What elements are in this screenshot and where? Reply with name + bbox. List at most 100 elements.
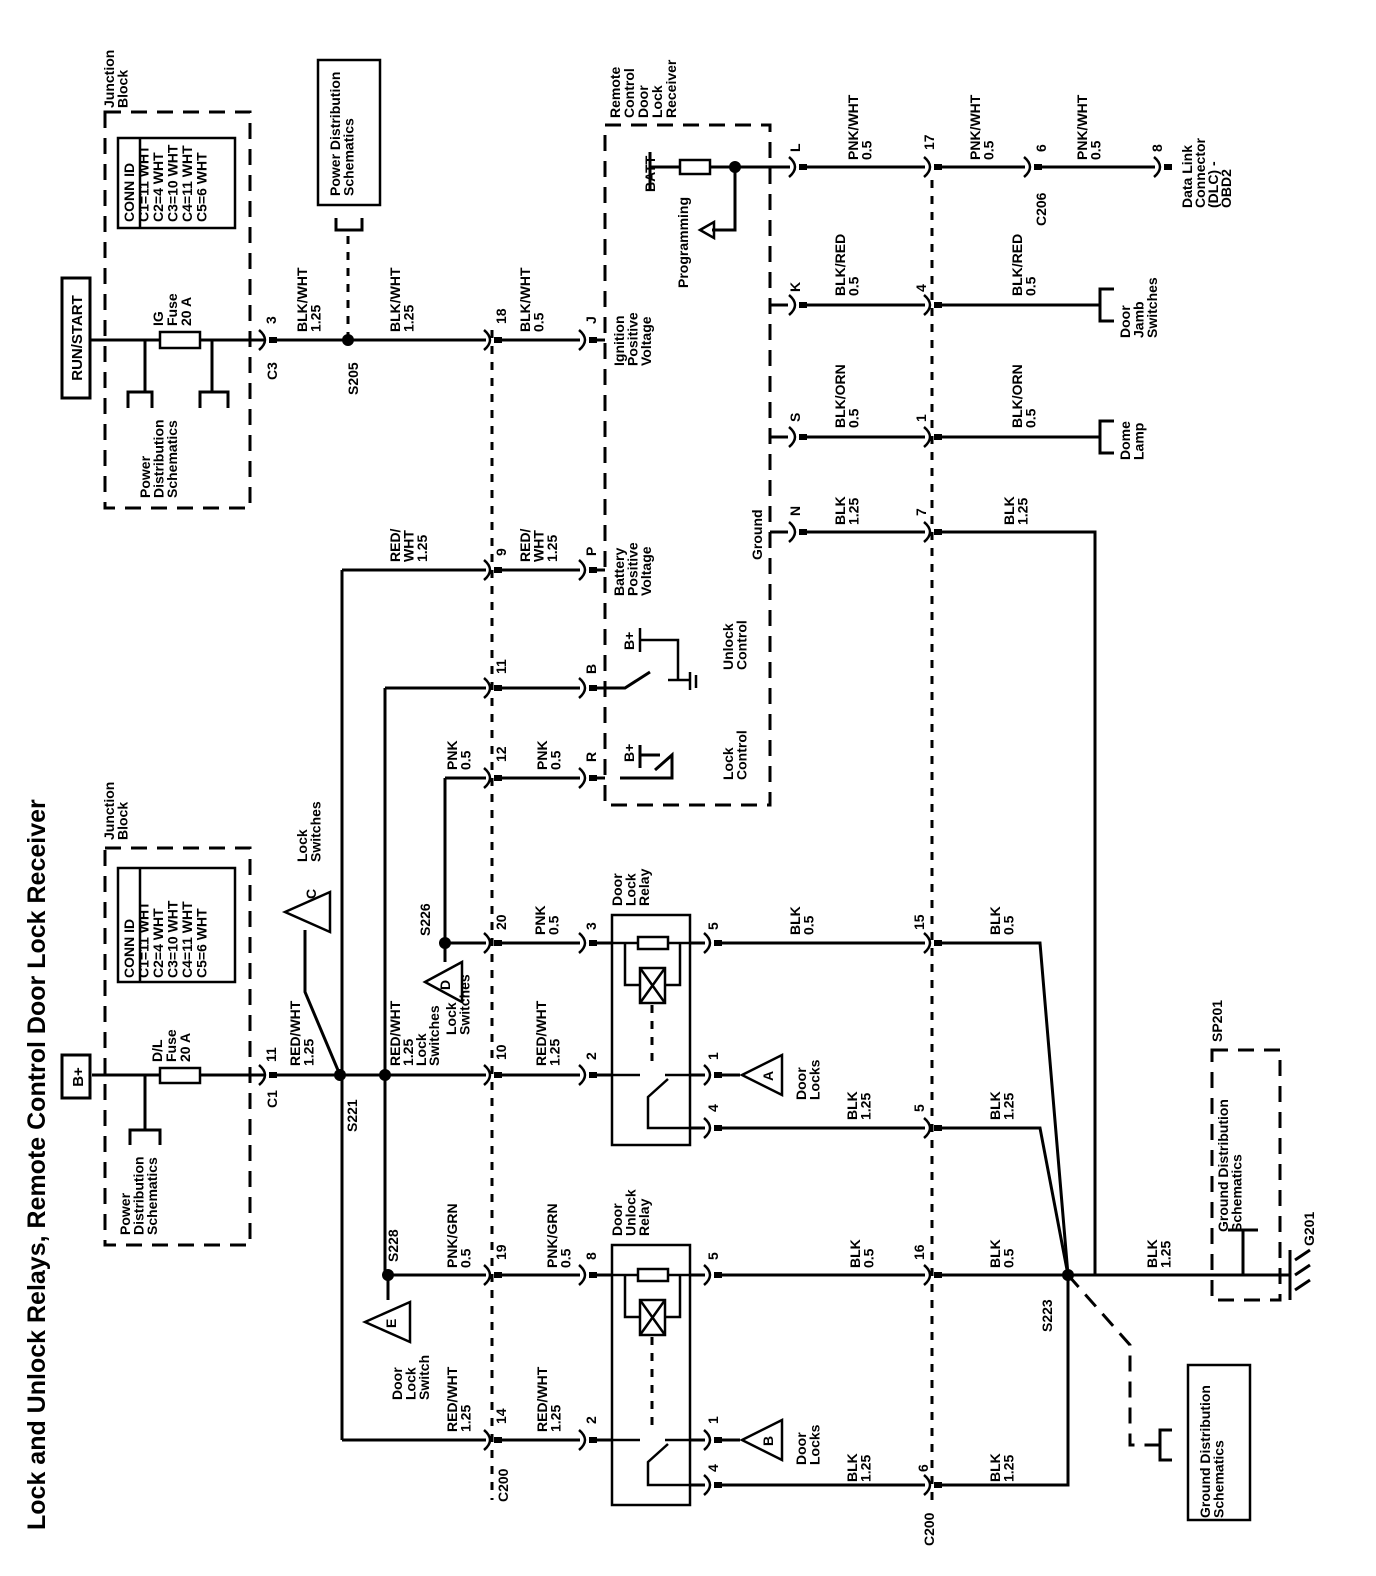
- relay-diode-icon: [638, 1298, 667, 1337]
- dl-fuse-label: 20 A: [177, 1033, 193, 1062]
- w-rw-14b-label: RED/WHT: [534, 1366, 550, 1432]
- connector-stub: [714, 1072, 722, 1078]
- diagram-title: Lock and Unlock Relays, Remote Control D…: [23, 799, 51, 1530]
- connector-stub: [714, 1437, 722, 1443]
- w-blkorn2-label: 0.5: [1023, 408, 1039, 428]
- c200b-label: C200: [921, 1512, 937, 1546]
- dome-label: Dome: [1117, 421, 1133, 460]
- w-rw-10b-label: RED/WHT: [533, 1000, 549, 1066]
- relay-coil-icon: [636, 1267, 670, 1283]
- s223-label: S223: [1039, 1299, 1055, 1332]
- w-rw-p0-label: WHT: [401, 530, 417, 562]
- dome-label: Lamp: [1131, 423, 1147, 460]
- w-blk-6a-label: 1.25: [858, 1455, 874, 1482]
- wire-blk-6: [690, 1275, 1070, 1487]
- wire-lock-switch-c: [303, 930, 342, 1076]
- door-locks-a-label: Door: [793, 1067, 809, 1100]
- connector-pin-icon: [483, 1064, 492, 1086]
- pinS-label: S: [787, 413, 803, 422]
- w-rw-10a-label: Lock: [413, 1033, 429, 1066]
- w-blk-16a-label: BLK: [847, 1239, 863, 1268]
- run-start-box: [60, 276, 92, 400]
- pin17-label: 17: [921, 134, 937, 150]
- pin8b-label: 8: [583, 1252, 599, 1260]
- connector-stub: [934, 164, 942, 170]
- gds1-label: Schematics: [1229, 1154, 1245, 1232]
- lock-ctrl-label: Control: [734, 730, 750, 780]
- s205-label: S205: [345, 362, 361, 395]
- w-rw-p1-label: 1.25: [544, 535, 560, 562]
- connector-stub: [494, 1072, 502, 1078]
- connector-pin-icon: [578, 559, 587, 581]
- conn1-label: C4=11 WHT: [179, 145, 195, 222]
- connector-stub: [1164, 164, 1172, 170]
- connector-pin-icon: [483, 559, 492, 581]
- lock-sw-d-label: Switches: [457, 974, 473, 1035]
- w-blk-15b-label: 0.5: [1001, 915, 1017, 935]
- dls-label: Switch: [416, 1355, 432, 1400]
- ground-label: Ground: [749, 509, 765, 560]
- bracket-icon: [198, 340, 230, 408]
- pin8a-label: 8: [1149, 144, 1165, 152]
- w-pnk-r0-label: 0.5: [458, 750, 474, 770]
- conn1-label: C5=6 WHT: [194, 152, 210, 222]
- connector-pin-icon: [483, 932, 492, 954]
- w-blk-15a-label: 0.5: [801, 915, 817, 935]
- connector-pin-icon: [703, 1474, 712, 1496]
- connector-pin-icon: [923, 156, 932, 178]
- unlock-bplus-icon: [638, 628, 698, 690]
- connector-stub: [589, 567, 597, 573]
- door-locks-a-label: Locks: [807, 1059, 823, 1100]
- w-blk-6b-label: 1.25: [1001, 1455, 1017, 1482]
- wire-dashed-ground: [1066, 1274, 1160, 1447]
- pds-box-label: Schematics: [341, 118, 357, 196]
- ground-distribution-box: [1186, 1363, 1252, 1522]
- connector-stub: [494, 940, 502, 946]
- dlc-label: Data Link: [1179, 145, 1195, 208]
- bplus-top-label: B+: [70, 1067, 87, 1087]
- jb1-label: Block: [115, 70, 131, 108]
- connector-pin-icon: [578, 1264, 587, 1286]
- connector-stub: [589, 775, 597, 781]
- pinL-label: L: [787, 143, 803, 152]
- pds1-label: Distribution: [151, 419, 167, 498]
- w-rw-c1-label: RED/WHT: [287, 1000, 303, 1066]
- w-blkwht2-label: 1.25: [401, 305, 417, 332]
- sp201-bracket-icon: [1228, 1228, 1258, 1275]
- pin3-label: 3: [263, 316, 279, 324]
- w-pg-b-label: PNK/GRN: [544, 1203, 560, 1268]
- connector-pin-icon: [923, 932, 932, 954]
- diagram-shapes: [60, 58, 1311, 1522]
- triA-label: A: [760, 1071, 776, 1081]
- relay-coil-wire: [612, 941, 690, 987]
- pin15-label: 15: [911, 914, 927, 930]
- connector-pin-icon: [578, 677, 587, 699]
- receiver-box: [603, 123, 772, 807]
- w-blkred1-label: BLK/RED: [832, 234, 848, 296]
- connector-stub: [934, 1125, 942, 1131]
- bplus-u-label: B+: [621, 632, 637, 650]
- pinK-label: K: [787, 282, 803, 292]
- connector-stub: [1034, 164, 1042, 170]
- triC-label: C: [303, 889, 319, 899]
- dl-fuse-icon: [158, 1066, 202, 1085]
- dlr-label: Lock: [623, 873, 639, 906]
- junction-block-1-box: [103, 110, 252, 510]
- pin1b-label: 1: [705, 1052, 721, 1060]
- connector-pin-icon: [923, 294, 932, 316]
- dlc-label: OBD2: [1218, 169, 1234, 208]
- pds-box-label: Power Distribution: [327, 72, 343, 196]
- lock-sw-c-label: Switches: [308, 801, 324, 862]
- w-pg-b-label: 0.5: [558, 1248, 574, 1268]
- unlock-ctrl-label: Control: [734, 620, 750, 670]
- conn2-label: C1=11 WHT: [136, 901, 152, 978]
- pin19-label: 19: [493, 1244, 509, 1260]
- connector-stub: [494, 775, 502, 781]
- connector-pin-icon: [703, 1429, 712, 1451]
- ig-fuse-label: Fuse: [164, 293, 180, 326]
- pin18-label: 18: [493, 308, 509, 324]
- pin2b-label: 2: [583, 1416, 599, 1424]
- dl-fuse-label: Fuse: [163, 1029, 179, 1062]
- connector-d-icon: [422, 959, 464, 1005]
- pin1c-label: 1: [705, 1416, 721, 1424]
